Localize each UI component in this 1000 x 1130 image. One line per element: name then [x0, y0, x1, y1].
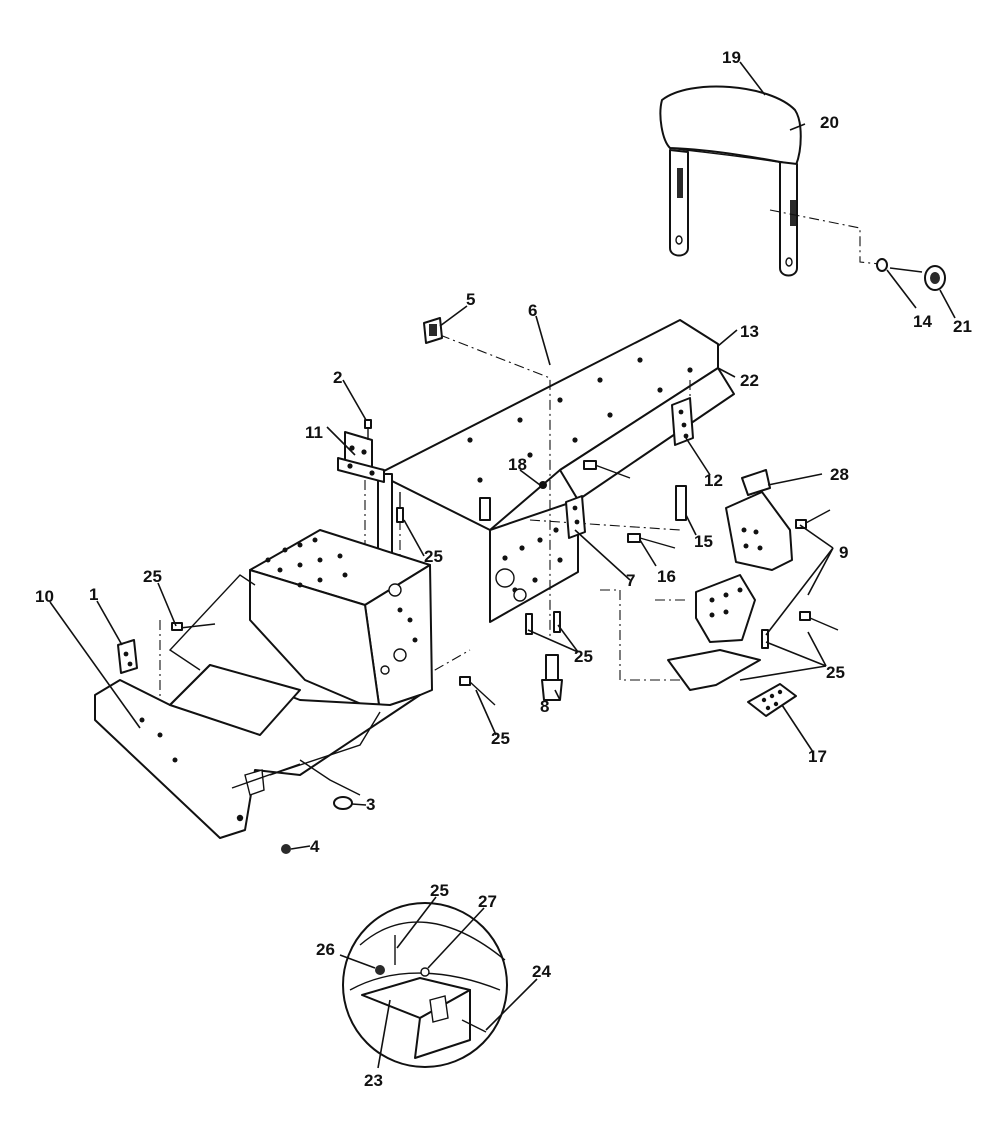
hinge-bracket — [117, 639, 138, 674]
main-frame — [377, 319, 735, 623]
callout-20: 20 — [820, 113, 839, 132]
floor-frame — [94, 529, 433, 839]
callout-1: 1 — [89, 585, 98, 604]
backrest-assembly — [659, 85, 946, 291]
backrest-right-arm — [779, 161, 798, 277]
callout-28: 28 — [830, 465, 849, 484]
cover-28 — [725, 469, 793, 571]
callout-10: 10 — [35, 587, 54, 606]
callout-23: 23 — [364, 1071, 383, 1090]
washer — [876, 258, 888, 272]
callout-14: 14 — [913, 312, 932, 331]
callout-26: 26 — [316, 940, 335, 959]
callout-6: 6 — [528, 301, 537, 320]
callout-25-f: 25 — [430, 881, 449, 900]
callout-11: 11 — [305, 423, 323, 442]
rear-bracket-7 — [565, 495, 586, 539]
callout-25-d: 25 — [826, 663, 845, 682]
backrest-left-arm — [669, 149, 689, 257]
callout-27: 27 — [478, 892, 497, 911]
callout-labels: 19 20 14 21 5 6 13 22 2 11 12 18 28 15 9… — [35, 48, 972, 1090]
plate-17 — [747, 683, 797, 717]
callout-8: 8 — [540, 697, 549, 716]
collar-3 — [333, 796, 353, 810]
callout-15: 15 — [694, 532, 713, 551]
callout-25-c: 25 — [574, 647, 593, 666]
fasteners — [171, 460, 839, 854]
mount-bracket — [337, 419, 385, 483]
callout-25-a: 25 — [424, 547, 443, 566]
callout-9: 9 — [839, 543, 848, 562]
callout-17: 17 — [808, 747, 827, 766]
callout-5: 5 — [466, 290, 475, 309]
callout-4: 4 — [310, 837, 320, 856]
callout-7: 7 — [626, 571, 635, 590]
nut-4 — [281, 844, 291, 854]
clip-bracket — [423, 317, 443, 344]
callout-13: 13 — [740, 322, 759, 341]
callout-24: 24 — [532, 962, 551, 981]
callout-3: 3 — [366, 795, 375, 814]
callout-22: 22 — [740, 371, 759, 390]
callout-19: 19 — [722, 48, 741, 67]
detail-inset — [342, 902, 508, 1068]
callout-12: 12 — [704, 471, 723, 490]
callout-16: 16 — [657, 567, 676, 586]
callout-2: 2 — [333, 368, 342, 387]
callout-21: 21 — [953, 317, 972, 336]
rear-bracket-12 — [671, 397, 694, 446]
callout-18: 18 — [508, 455, 527, 474]
callout-25-e: 25 — [491, 729, 510, 748]
callout-25-b: 25 — [143, 567, 162, 586]
leader-lines — [49, 61, 956, 1069]
bracket-9 — [667, 574, 761, 691]
